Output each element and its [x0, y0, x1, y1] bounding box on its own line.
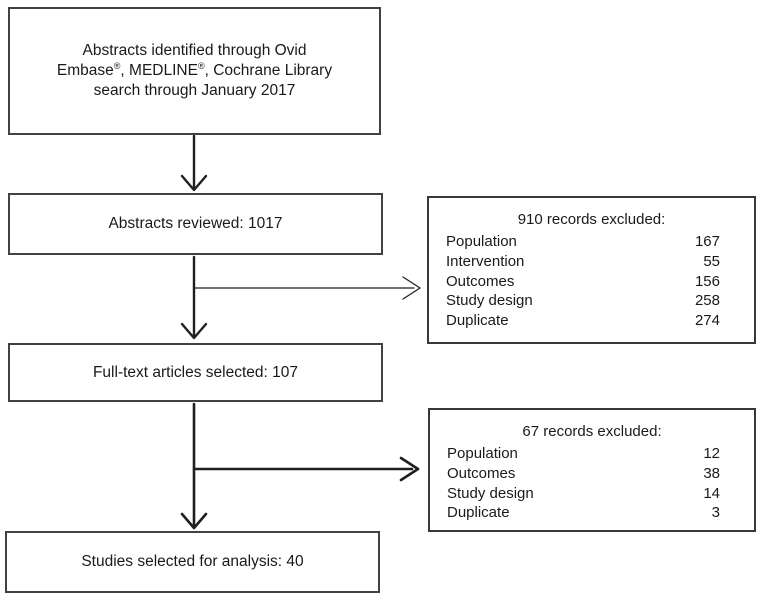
exclusion-row: Study design 14 — [447, 484, 720, 504]
registered-trademark-icon: ® — [197, 60, 205, 71]
arrow-reviewed-to-fulltext — [180, 255, 208, 340]
studies-selected-label: Studies selected for analysis: 40 — [81, 553, 304, 570]
exclusion-reason: Duplicate — [446, 312, 509, 330]
exclusion-reason: Duplicate — [447, 504, 510, 522]
excluded2-title: 67 records excluded: — [522, 423, 662, 440]
studies-selected-box: Studies selected for analysis: 40 — [5, 531, 380, 593]
fulltext-selected-box: Full-text articles selected: 107 — [8, 343, 383, 402]
exclusion-reason: Intervention — [446, 252, 525, 270]
exclusion-count: 167 — [694, 233, 720, 250]
excluded1-box: 910 records excluded: Population 167 Int… — [427, 196, 756, 344]
exclusion-row: Outcomes 156 — [446, 272, 720, 292]
exclusion-count: 12 — [703, 445, 720, 462]
identification-line2: Embase®, MEDLINE®, Cochrane Library — [56, 60, 333, 79]
arrow-reviewed-to-excluded1 — [193, 276, 421, 300]
exclusion-count: 3 — [711, 504, 720, 522]
exclusion-row: Population 12 — [447, 444, 720, 464]
identification-line1: Abstracts identified through Ovid — [82, 42, 307, 59]
arrow-fulltext-to-selected — [180, 402, 208, 530]
excluded1-title: 910 records excluded: — [517, 211, 666, 228]
exclusion-reason: Population — [446, 233, 517, 250]
abstracts-reviewed-label: Abstracts reviewed: 1017 — [108, 215, 283, 232]
fulltext-selected-label: Full-text articles selected: 107 — [92, 363, 299, 381]
arrow-fulltext-to-excluded2 — [192, 456, 420, 482]
exclusion-count: 274 — [694, 312, 720, 330]
exclusion-reason: Study design — [446, 292, 533, 310]
exclusion-row: Outcomes 38 — [447, 464, 720, 484]
exclusion-count: 14 — [703, 484, 720, 502]
exclusion-reason: Outcomes — [446, 272, 515, 290]
exclusion-reason: Study design — [447, 484, 534, 502]
exclusion-row: Duplicate 274 — [446, 311, 720, 331]
exclusion-count: 258 — [694, 292, 720, 310]
registered-trademark-icon: ® — [113, 60, 121, 71]
abstracts-reviewed-box: Abstracts reviewed: 1017 — [8, 193, 383, 255]
excluded2-box: 67 records excluded: Population 12 Outco… — [428, 408, 756, 532]
exclusion-count: 156 — [694, 272, 720, 290]
exclusion-count: 38 — [703, 464, 720, 482]
exclusion-row: Study design 258 — [446, 291, 720, 311]
exclusion-row: Duplicate 3 — [447, 503, 720, 523]
exclusion-row: Population 167 — [446, 232, 720, 252]
exclusion-row: Intervention 55 — [446, 252, 720, 272]
exclusion-reason: Population — [447, 445, 518, 462]
exclusion-reason: Outcomes — [447, 464, 516, 482]
identification-line3: search through January 2017 — [93, 82, 296, 99]
identification-box: Abstracts identified through Ovid Embase… — [8, 7, 381, 135]
exclusion-count: 55 — [703, 252, 720, 270]
arrow-identification-to-reviewed — [180, 134, 208, 192]
